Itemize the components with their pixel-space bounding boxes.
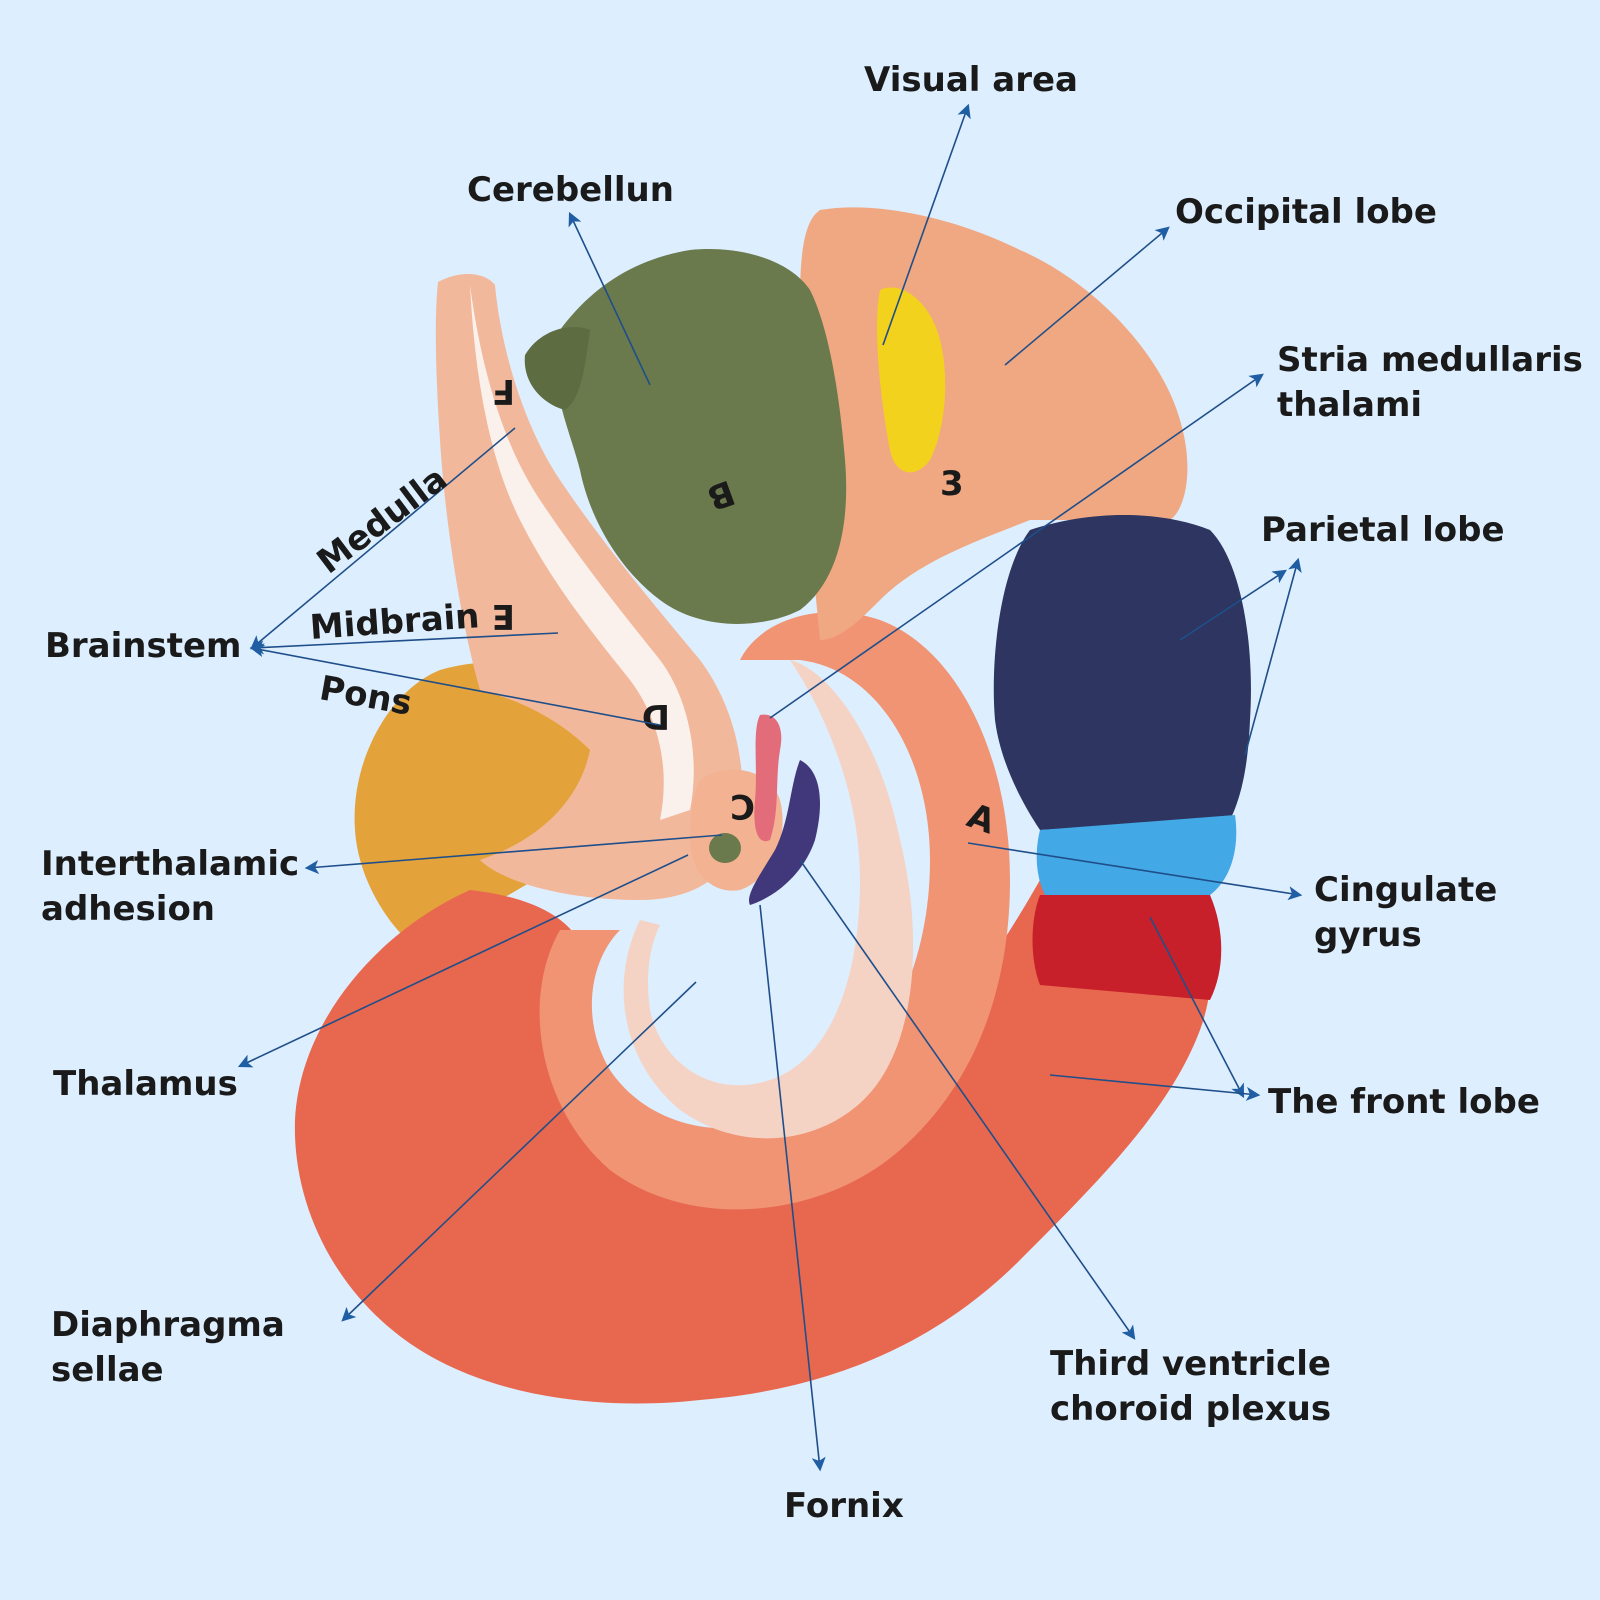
label-parietal-lobe-text: Parietal lobe xyxy=(1261,510,1505,550)
leader-stria-medullaris xyxy=(769,373,1264,719)
label-visual-area: Visual area xyxy=(864,58,1078,103)
label-thalamus: Thalamus xyxy=(53,1062,238,1107)
cingulate-blue-region xyxy=(1036,815,1237,895)
label-occipital-lobe: Occipital lobe xyxy=(1175,190,1437,235)
label-interthalamic-line-1: Interthalamic xyxy=(41,844,300,884)
leader-occipital-lobe xyxy=(1004,226,1170,366)
label-brainstem-text: Brainstem xyxy=(45,626,242,666)
leader-cerebellum xyxy=(568,211,651,386)
choroid-plexus-mark xyxy=(749,760,820,905)
label-brainstem: Brainstem xyxy=(45,624,241,669)
label-fornix-text: Fornix xyxy=(784,1486,904,1526)
cerebellum-region xyxy=(555,249,847,624)
corpus-callosum xyxy=(623,660,914,1139)
label-cingulate-line-2: gyrus xyxy=(1314,915,1422,955)
label-stria-line-1: Stria medullaris xyxy=(1277,340,1583,380)
leader-third-ventricle xyxy=(799,859,1136,1340)
temporal-lobe xyxy=(354,662,620,950)
model-letter-c: C xyxy=(730,786,755,826)
leader-cingulate-gyrus xyxy=(967,842,1303,901)
leader-parietal-lobe-2 xyxy=(1244,557,1302,756)
label-occipital-lobe-text: Occipital lobe xyxy=(1175,192,1437,232)
model-letter-d: D xyxy=(642,696,670,736)
label-stria-line-2: thalami xyxy=(1277,385,1423,425)
front-lobe-red-region xyxy=(1032,895,1222,1000)
visual-area-region xyxy=(877,287,946,473)
label-diaphragma-sellae: Diaphragma sellae xyxy=(51,1303,285,1393)
label-thalamus-text: Thalamus xyxy=(53,1064,238,1104)
parietal-lobe-region xyxy=(993,515,1251,830)
leader-thalamus xyxy=(237,854,689,1068)
leader-fornix xyxy=(759,904,826,1472)
label-fornix: Fornix xyxy=(784,1484,904,1529)
leader-interthalamic-adhesion xyxy=(304,834,723,875)
leader-brainstem-medulla xyxy=(250,427,516,650)
label-third-ventricle: Third ventricle choroid plexus xyxy=(1050,1342,1331,1432)
cingulate-band xyxy=(539,612,1010,1210)
cerebellum-small-lobe xyxy=(524,327,590,410)
label-cerebellum-text: Cerebellun xyxy=(467,170,674,210)
leader-brainstem-pons xyxy=(249,643,661,726)
label-stria-medullaris: Stria medullaris thalami xyxy=(1277,338,1583,428)
leader-parietal-lobe-1 xyxy=(1179,569,1287,641)
model-letter-3: 3 xyxy=(940,464,964,504)
label-cerebellum: Cerebellun xyxy=(467,168,674,213)
label-visual-area-text: Visual area xyxy=(864,60,1078,100)
leader-front-lobe-2 xyxy=(1049,1074,1261,1101)
label-interthalamic-adhesion: Interthalamic adhesion xyxy=(41,842,299,932)
model-letter-f: F xyxy=(492,371,515,411)
label-parietal-lobe: Parietal lobe xyxy=(1261,508,1505,553)
label-interthalamic-line-2: adhesion xyxy=(41,889,216,929)
label-cingulate-line-1: Cingulate xyxy=(1314,870,1498,910)
label-third-ventricle-line-1: Third ventricle xyxy=(1050,1344,1331,1384)
label-third-ventricle-line-2: choroid plexus xyxy=(1050,1389,1332,1429)
leader-front-lobe-1 xyxy=(1149,916,1245,1099)
model-letter-e: E xyxy=(492,596,515,636)
label-front-lobe: The front lobe xyxy=(1268,1080,1540,1125)
stria-red-mark xyxy=(754,714,782,842)
leader-brainstem-midbrain xyxy=(249,632,559,655)
label-diaphragma-line-2: sellae xyxy=(51,1350,164,1390)
brainstem-white-tract xyxy=(470,285,694,820)
interthalamic-adhesion-spot xyxy=(709,833,741,863)
label-front-lobe-text: The front lobe xyxy=(1268,1082,1540,1122)
label-diaphragma-line-1: Diaphragma xyxy=(51,1305,285,1345)
leader-diaphragma-sellae xyxy=(341,981,697,1322)
leader-visual-area xyxy=(882,103,971,346)
label-cingulate-gyrus: Cingulate gyrus xyxy=(1314,868,1497,958)
